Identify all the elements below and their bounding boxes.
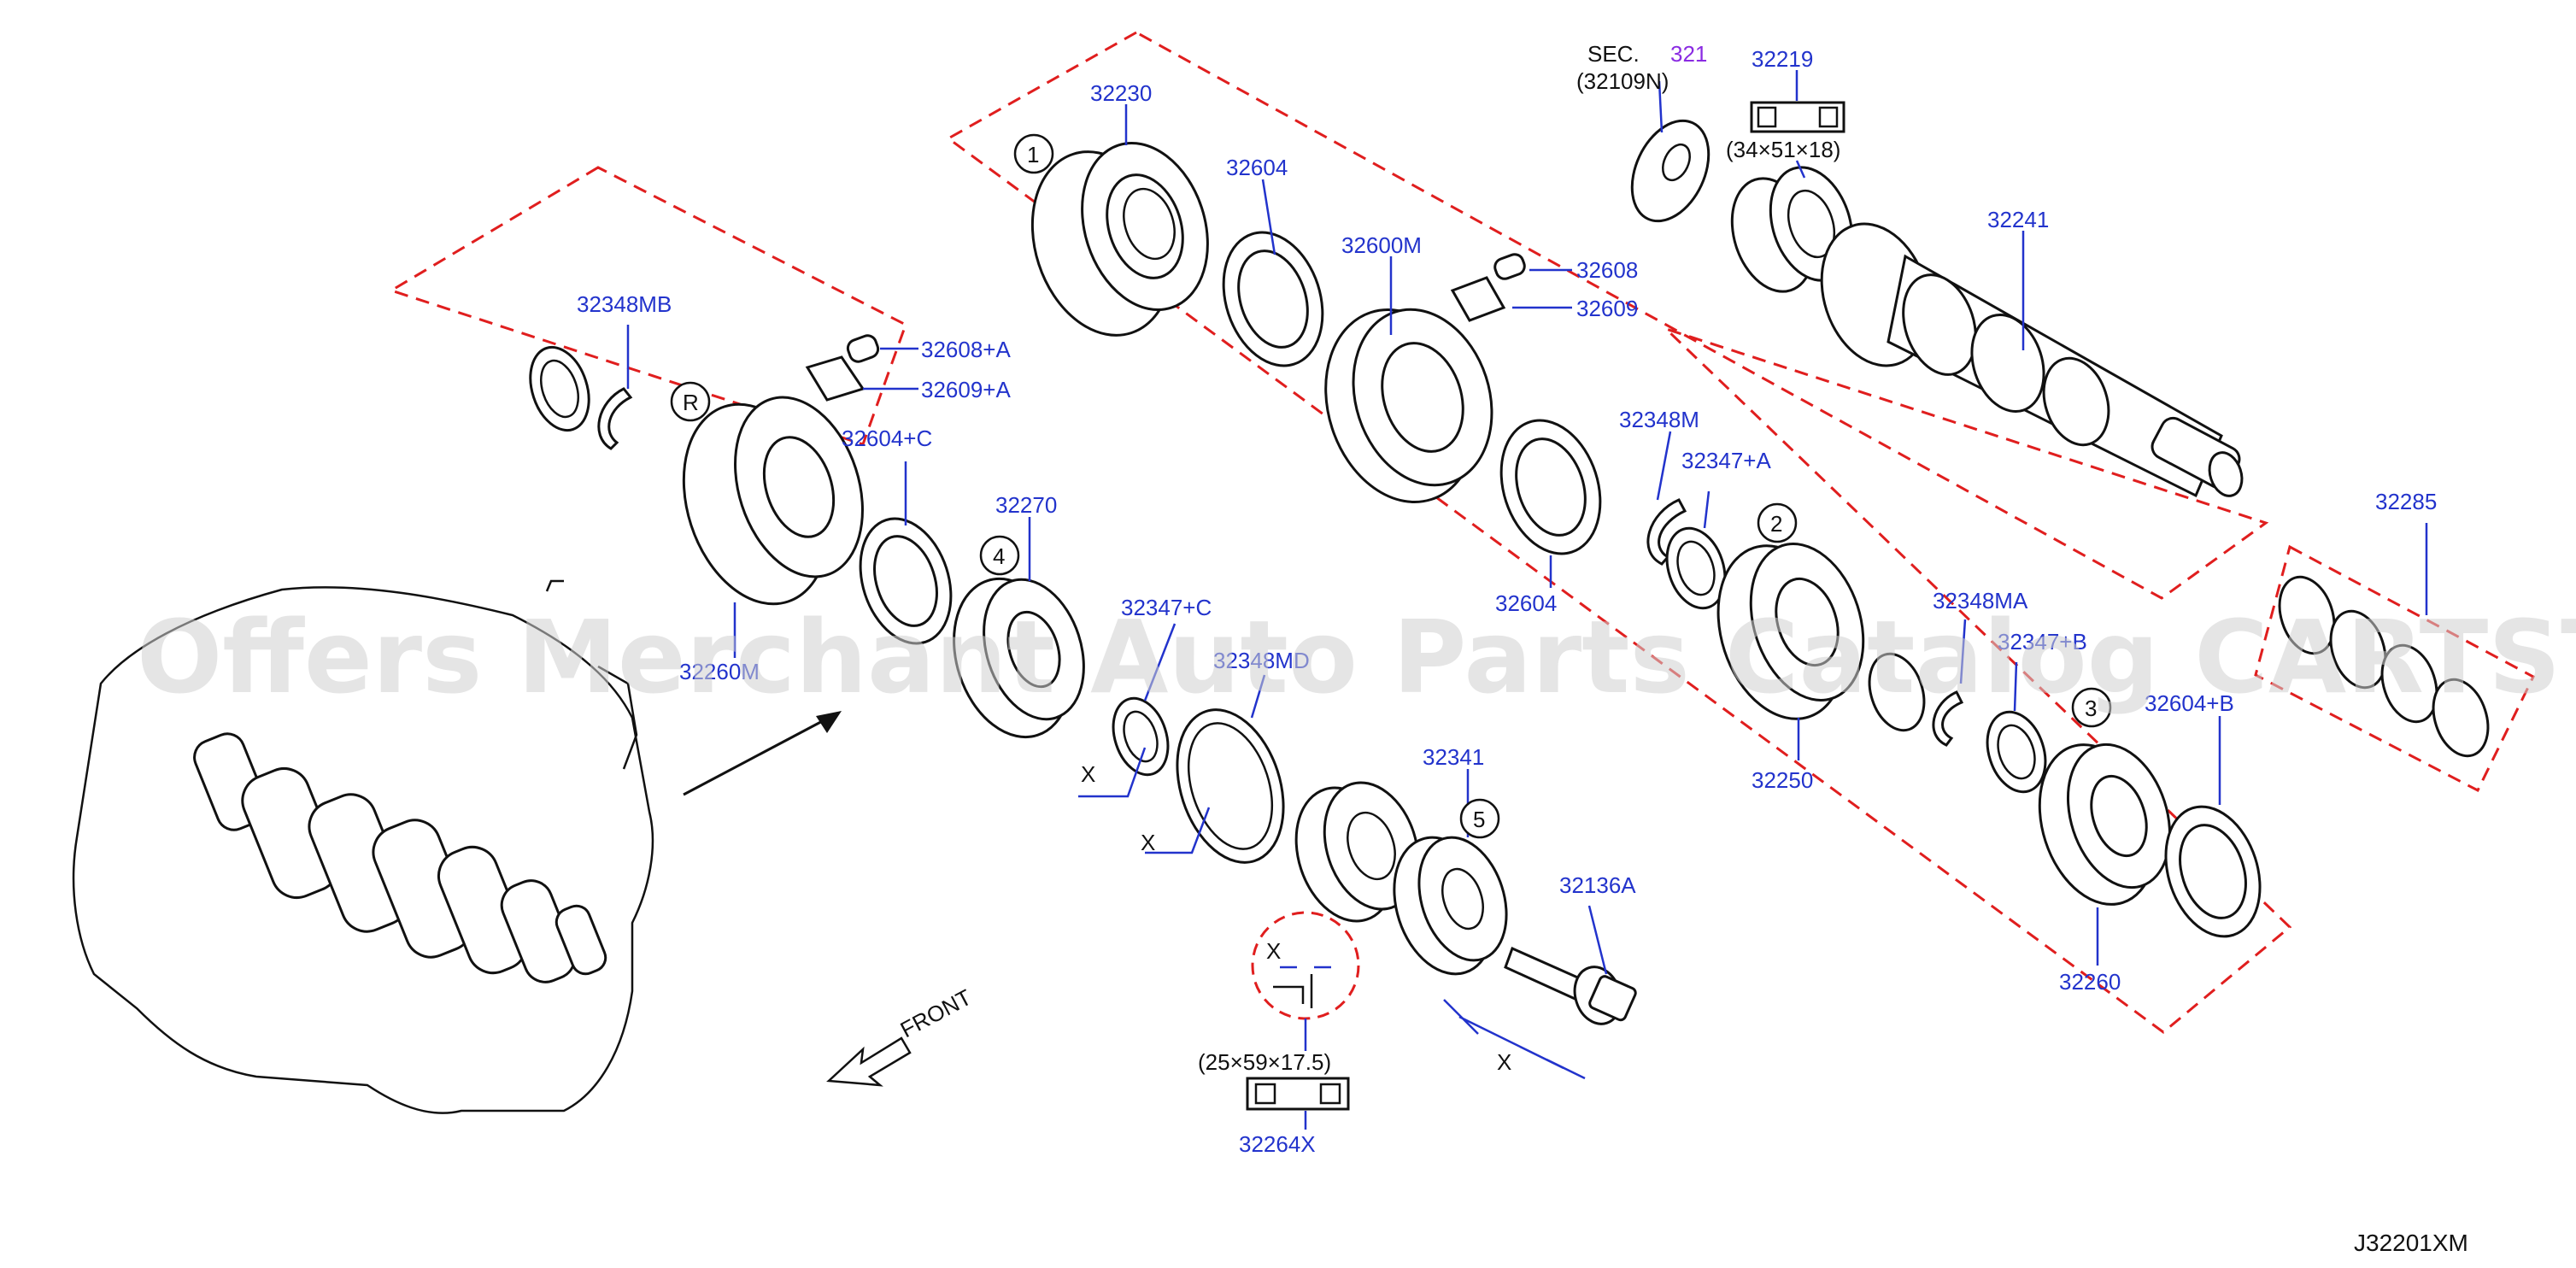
snap-rings-32348MB xyxy=(529,345,633,450)
part-label-32219[interactable]: 32219 xyxy=(1752,46,1813,72)
mainshaft-32241 xyxy=(1820,222,2244,498)
synchro-ring-32604-top xyxy=(1222,231,1324,367)
bearing-symbol-32264X xyxy=(1246,1077,1350,1111)
assembly-boundary-right xyxy=(2254,544,2535,793)
snap-ring-32347B xyxy=(1986,710,2047,794)
part-label-32347C[interactable]: 32347+C xyxy=(1121,595,1212,620)
svg-text:3: 3 xyxy=(2085,696,2097,721)
part-label-32260M[interactable]: 32260M xyxy=(679,659,760,684)
transaxle-housing-illustration xyxy=(72,579,654,1114)
bearing-32264X xyxy=(1294,781,1420,923)
section-prefix: SEC. xyxy=(1587,41,1640,67)
part-label-32264X[interactable]: 32264X xyxy=(1239,1131,1316,1157)
section-321-part xyxy=(1630,119,1710,223)
callout-r: R xyxy=(670,381,711,422)
part-label-32604-top[interactable]: 32604 xyxy=(1226,155,1288,180)
part-label-32608A[interactable]: 32608+A xyxy=(921,337,1011,362)
bolt-32136A xyxy=(1504,946,1637,1025)
synchro-ring-32604C xyxy=(859,517,953,645)
part-label-32230[interactable]: 32230 xyxy=(1090,80,1152,106)
callout-3: 3 xyxy=(2071,687,2112,728)
part-label-32609A[interactable]: 32609+A xyxy=(921,377,1011,402)
svg-text:R: R xyxy=(683,390,699,415)
svg-text:1: 1 xyxy=(1027,142,1039,167)
gear-32260 xyxy=(2038,743,2172,906)
snap-ring-32348M xyxy=(1646,498,1687,566)
gear-shaft-assembly xyxy=(193,732,607,983)
part-label-32136A[interactable]: 32136A xyxy=(1559,872,1636,898)
snap-ring-32348MD xyxy=(1176,708,1285,864)
x-mark-4: X xyxy=(1497,1049,1511,1075)
part-label-32604B[interactable]: 32604+B xyxy=(2145,690,2234,716)
gear-32250 xyxy=(1716,543,1865,720)
bearing-symbol-32219 xyxy=(1750,101,1845,133)
diagram-code: J32201XM xyxy=(2354,1230,2468,1256)
part-label-32285[interactable]: 32285 xyxy=(2375,489,2437,514)
callout-1: 1 xyxy=(1013,133,1054,174)
part-label-32608[interactable]: 32608 xyxy=(1576,257,1638,283)
assembly-boundary-left xyxy=(388,166,907,446)
watermark: Offers Merchant Auto Parts Catalog CARTS… xyxy=(137,598,2576,716)
callout-2: 2 xyxy=(1757,502,1798,543)
part-label-32347B[interactable]: 32347+B xyxy=(1998,629,2087,655)
section-number[interactable]: 321 xyxy=(1670,41,1707,67)
part-label-32260[interactable]: 32260 xyxy=(2059,969,2121,995)
bearing-dimension-32264X: (25×59×17.5) xyxy=(1198,1049,1331,1075)
part-label-32604C[interactable]: 32604+C xyxy=(842,426,932,451)
spring-and-key-32608-32609 xyxy=(1450,253,1526,322)
spring-and-key-32608A-32609A xyxy=(805,334,880,402)
section-sub-ref: (32109N) xyxy=(1576,68,1669,94)
part-label-32600M[interactable]: 32600M xyxy=(1341,232,1422,258)
snap-ring-32348MA xyxy=(1868,652,1964,747)
svg-text:4: 4 xyxy=(993,543,1005,569)
synchro-ring-32604-mid xyxy=(1499,419,1602,555)
synchro-ring-32604B xyxy=(2164,805,2262,938)
detail-circle-32264X xyxy=(1251,911,1360,1020)
part-label-32241[interactable]: 32241 xyxy=(1987,207,2049,232)
part-label-32348M[interactable]: 32348M xyxy=(1619,407,1699,432)
part-label-32348MA[interactable]: 32348MA xyxy=(1933,588,2028,613)
front-direction-arrow: FRONT xyxy=(826,984,976,1087)
callout-5: 5 xyxy=(1459,798,1500,839)
gear-32341 xyxy=(1393,836,1508,976)
bearing-dimension-32219: (34×51×18) xyxy=(1726,137,1840,162)
gear-32270 xyxy=(953,577,1085,739)
svg-text:5: 5 xyxy=(1473,807,1485,832)
part-label-32604-mid[interactable]: 32604 xyxy=(1495,590,1557,616)
leader-lines xyxy=(626,70,2428,1130)
part-label-32609[interactable]: 32609 xyxy=(1576,296,1638,321)
part-label-32348MB[interactable]: 32348MB xyxy=(577,291,672,317)
front-label: FRONT xyxy=(896,984,976,1043)
snap-ring-32347A xyxy=(1665,526,1727,610)
part-label-32347A[interactable]: 32347+A xyxy=(1681,448,1771,473)
x-mark-3: X xyxy=(1266,938,1281,964)
x-mark-1: X xyxy=(1081,761,1095,787)
x-mark-2: X xyxy=(1141,830,1155,855)
svg-text:2: 2 xyxy=(1770,511,1782,537)
callout-4: 4 xyxy=(979,535,1020,576)
gear-32230 xyxy=(1030,141,1209,337)
snap-rings-32285 xyxy=(2278,575,2490,758)
snap-ring-32347C xyxy=(1112,696,1170,777)
assembly-pointer-arrow xyxy=(683,711,842,796)
part-label-32250[interactable]: 32250 xyxy=(1752,767,1813,793)
sleeve-32600M xyxy=(1324,308,1493,503)
part-label-32348MD[interactable]: 32348MD xyxy=(1213,648,1310,673)
reverse-gear-32260M xyxy=(682,396,864,606)
part-label-32270[interactable]: 32270 xyxy=(995,492,1057,518)
part-label-32341[interactable]: 32341 xyxy=(1423,744,1484,770)
